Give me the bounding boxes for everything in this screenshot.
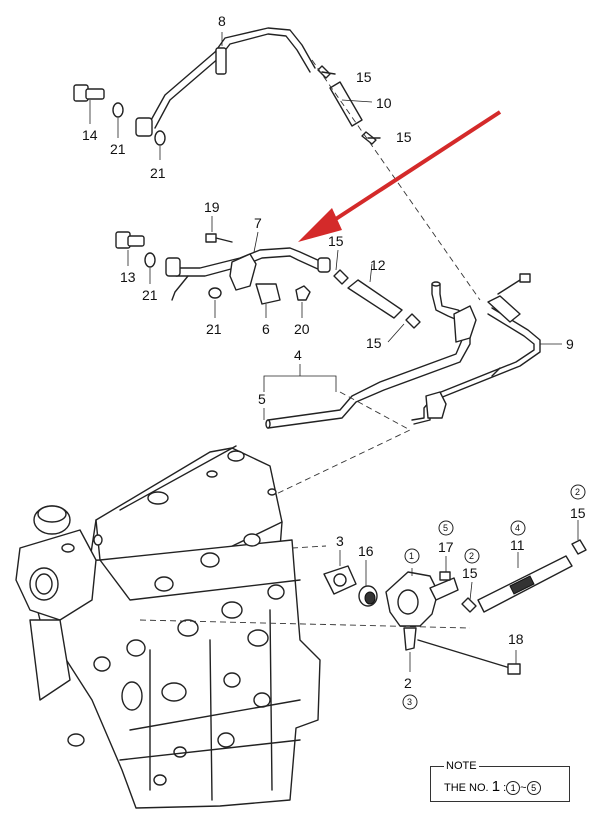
label-18: 18 — [508, 631, 524, 647]
note-border — [430, 766, 570, 802]
label-9: 9 — [566, 336, 574, 352]
hose-11 — [477, 555, 573, 613]
clamp-15b — [361, 131, 381, 145]
nut-20 — [295, 285, 311, 301]
note-number: 1 — [491, 778, 501, 795]
clamp-15e — [461, 597, 477, 613]
svg-text:3: 3 — [407, 697, 412, 707]
pipe-4 — [265, 281, 477, 429]
circled-label-5: 5 — [438, 520, 454, 536]
bolt-18 — [417, 639, 521, 675]
bolt-9 — [497, 273, 531, 295]
thermostat-16 — [358, 585, 378, 607]
clamp-15f — [571, 539, 587, 555]
label-15c: 15 — [328, 233, 344, 249]
label-15e: 15 — [462, 565, 478, 581]
circled-label-2a: 2 — [464, 548, 480, 564]
label-2: 2 — [404, 675, 412, 691]
label-15d: 15 — [366, 335, 382, 351]
union-bolt-14 — [73, 84, 105, 102]
clamp-15c — [333, 269, 349, 285]
gasket-3 — [323, 565, 357, 595]
label-8: 8 — [218, 13, 226, 29]
svg-text:5: 5 — [443, 523, 448, 533]
svg-text:1: 1 — [409, 551, 414, 561]
label-20: 20 — [294, 321, 310, 337]
label-21a: 21 — [110, 141, 126, 157]
circled-label-1: 1 — [404, 548, 420, 564]
label-14: 14 — [82, 127, 98, 143]
note-box: NOTE THE NO. 1 :1~5 — [430, 760, 570, 802]
label-5: 5 — [258, 391, 266, 407]
label-19: 19 — [204, 199, 220, 215]
sensor-17 — [439, 571, 451, 581]
engine-block — [15, 445, 321, 809]
bolt-19 — [205, 233, 233, 243]
note-prefix: THE NO. — [444, 782, 489, 794]
note-range-end: 5 — [526, 781, 541, 796]
hose-10 — [329, 81, 363, 127]
svg-text:2: 2 — [469, 551, 474, 561]
label-4: 4 — [294, 347, 302, 363]
clamp-15a — [317, 65, 336, 79]
pipe-7 — [165, 247, 331, 301]
label-17: 17 — [438, 539, 454, 555]
pipe-8 — [135, 27, 316, 137]
label-21c: 21 — [142, 287, 158, 303]
bracket-6 — [255, 283, 281, 305]
circled-label-2b: 2 — [570, 484, 586, 500]
gasket-21d — [208, 287, 222, 299]
label-11: 11 — [510, 537, 525, 553]
hose-12 — [347, 279, 403, 319]
circled-label-4: 4 — [510, 520, 526, 536]
label-21d: 21 — [206, 321, 222, 337]
note-title: NOTE — [444, 760, 479, 772]
gasket-21b — [154, 130, 166, 146]
label-15f: 15 — [570, 505, 586, 521]
svg-text:2: 2 — [575, 487, 580, 497]
union-bolt-13 — [115, 231, 145, 249]
label-7: 7 — [254, 215, 262, 231]
highlight-arrow — [298, 110, 502, 242]
label-15b: 15 — [396, 129, 412, 145]
pipe-9 — [411, 295, 541, 425]
label-15a: 15 — [356, 69, 372, 85]
gasket-21c — [144, 252, 156, 268]
label-16: 16 — [358, 543, 374, 559]
gasket-21a — [112, 102, 124, 118]
label-12: 12 — [370, 257, 386, 273]
label-6: 6 — [262, 321, 270, 337]
circled-label-3: 3 — [402, 694, 418, 710]
clamp-15d — [405, 313, 421, 329]
note-range-start: 1 — [506, 781, 521, 796]
note-text: THE NO. 1 :1~5 — [444, 778, 541, 796]
label-3: 3 — [336, 533, 344, 549]
svg-text:4: 4 — [515, 523, 520, 533]
housing-1 — [385, 571, 459, 651]
label-21b: 21 — [150, 165, 166, 181]
label-10: 10 — [376, 95, 392, 111]
note-range-sep: ~ — [520, 782, 527, 794]
label-13: 13 — [120, 269, 136, 285]
